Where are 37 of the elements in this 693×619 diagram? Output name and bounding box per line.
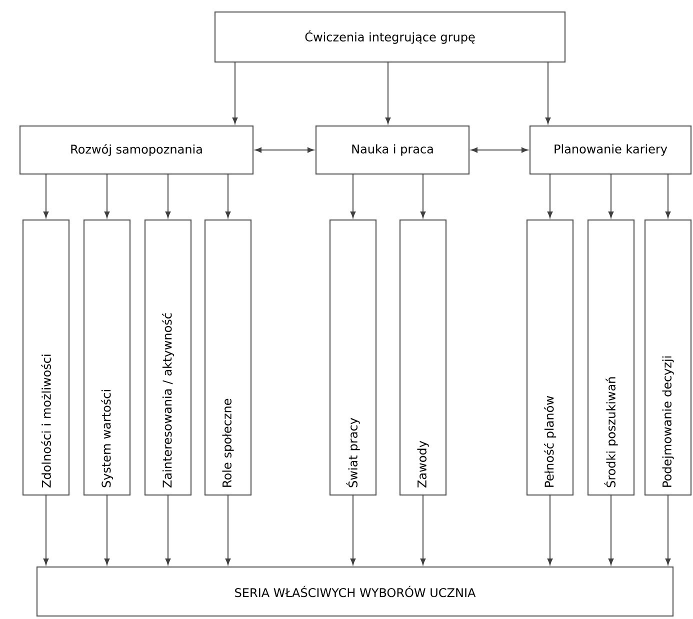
vertical-box: Świat pracy [330,220,376,496]
vertical-box: Zainteresowania / aktywność [144,220,192,496]
vertical-box: System wartości [84,220,130,496]
arrow [385,62,391,124]
arrow [232,62,238,124]
arrow [104,495,110,565]
arrow [420,174,426,218]
vertical-box: Role społeczne [204,220,252,496]
box: Rozwój samopoznania [20,126,254,174]
arrow [165,174,171,218]
arrow [665,495,671,565]
arrow [665,174,671,218]
vertical-box: Środki poszukiwań [588,220,634,496]
arrow [547,174,553,218]
arrow [608,174,614,218]
arrow [43,495,49,565]
arrow [608,495,614,565]
arrow [420,495,426,565]
arrow [545,62,551,124]
arrow [104,174,110,218]
vertical-box: Pełność planów [526,220,574,496]
arrow [225,174,231,218]
heading-box: SERIA WŁAŚCIWYCH WYBORÓW UCZNIA [36,566,674,616]
arrow [165,495,171,565]
vertical-box: Podejmowanie decyzji [644,220,692,496]
arrow [350,495,356,565]
arrow [43,174,49,218]
arrow [225,495,231,565]
box: Nauka i praca [316,126,470,174]
arrow [350,174,356,218]
vertical-box: Zawody [400,220,446,496]
arrow [471,147,528,153]
arrow [255,147,314,153]
arrow [547,495,553,565]
box: Planowanie kariery [530,126,692,174]
vertical-box: Zdolności i możliwości [22,220,70,496]
box: Ćwiczenia integrujące grupę [214,12,566,62]
